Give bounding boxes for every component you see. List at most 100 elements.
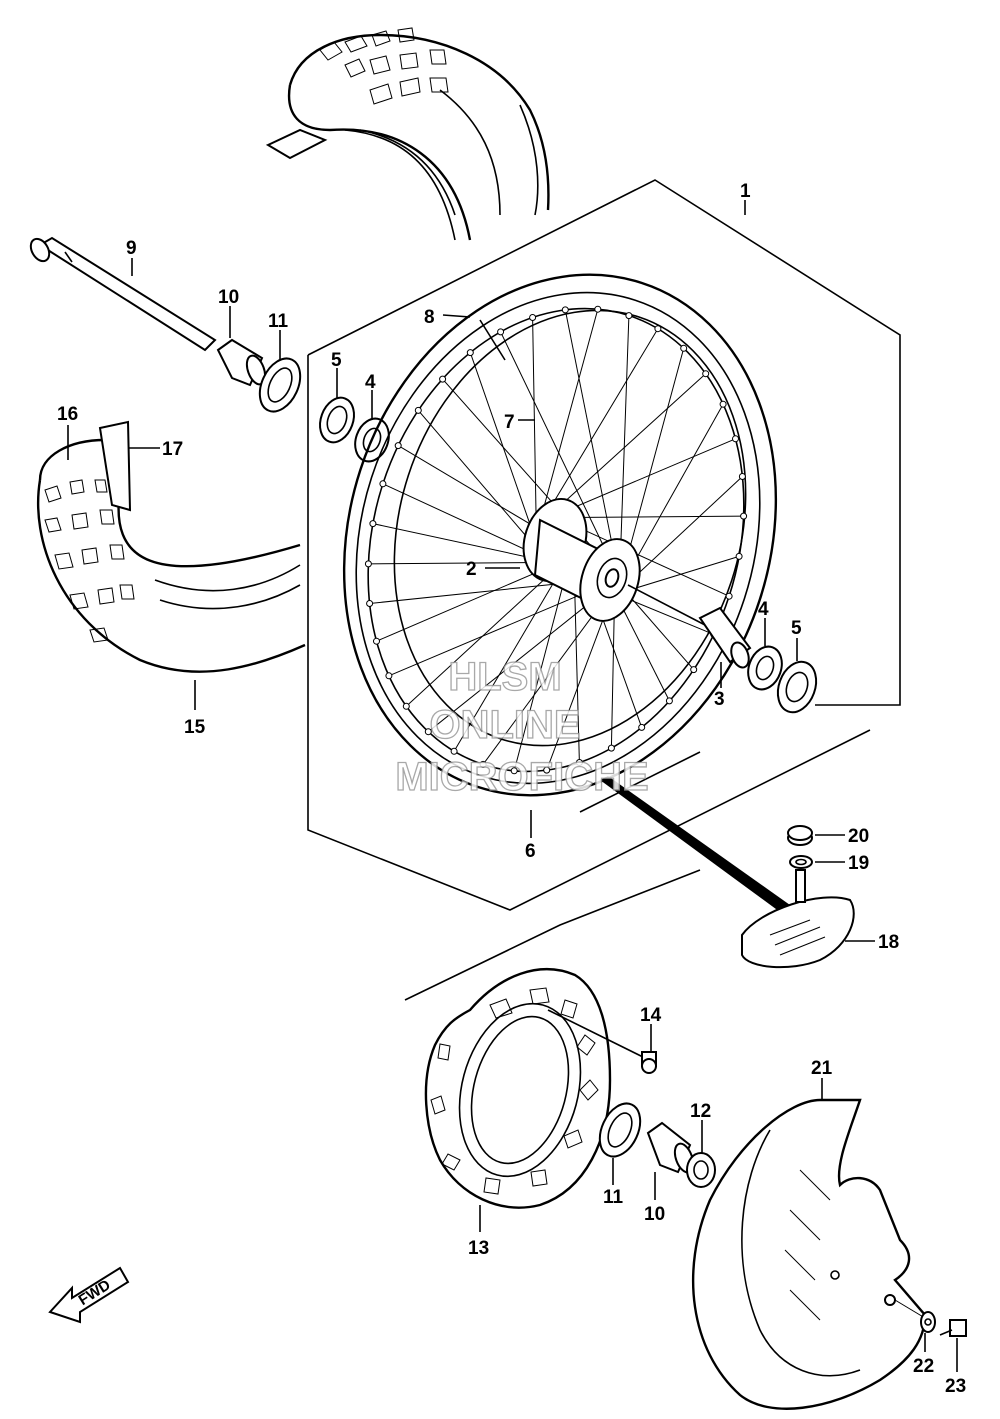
spoke-nipple — [510, 767, 518, 775]
spoke — [500, 331, 607, 551]
callout-19: 19 — [848, 853, 869, 874]
spoke-nipple — [594, 305, 602, 313]
brake-group-boundary — [404, 869, 701, 1001]
callout-21: 21 — [811, 1058, 833, 1079]
callout-labels: 1 2 3 4 4 5 5 6 7 8 9 10 10 11 11 12 13 … — [57, 181, 966, 1397]
oil-seal-right — [776, 660, 818, 714]
spoke-nipple — [373, 637, 380, 645]
spoke-nipple — [394, 442, 402, 450]
callout-5-left: 5 — [331, 350, 342, 371]
callout-11-lower: 11 — [603, 1187, 624, 1208]
spoke — [564, 309, 614, 551]
spoke-nipple — [680, 344, 688, 352]
spoke — [569, 515, 744, 518]
callout-8: 8 — [424, 307, 435, 328]
watermark: HLSM ONLINE MICROFICHE — [395, 654, 650, 799]
wheel-hub — [522, 497, 641, 622]
watermark-line-1: HLSM — [448, 655, 561, 699]
spoke-nipple — [575, 759, 583, 766]
spoke-nipple — [725, 592, 733, 600]
callout-2: 2 — [466, 559, 477, 580]
spoke — [620, 315, 630, 554]
spoke-nipple — [543, 766, 551, 774]
watermark-line-2: ONLINE — [429, 703, 580, 747]
spoke — [405, 569, 555, 707]
callout-7: 7 — [504, 412, 515, 433]
spoke-nipple — [466, 349, 474, 357]
callout-6: 6 — [525, 841, 536, 862]
brake-disc — [424, 968, 612, 1209]
spoke-nipple — [414, 406, 422, 414]
callout-20: 20 — [848, 826, 869, 847]
spoke-nipple — [424, 728, 432, 736]
valve-nut — [787, 825, 813, 846]
spoke-nipple — [364, 560, 372, 568]
fwd-arrow: FWD — [48, 1266, 130, 1324]
spoke-nipple — [719, 400, 727, 408]
axle-collar-upper — [216, 338, 267, 387]
spoke — [417, 410, 534, 545]
cover-washer — [894, 1299, 936, 1333]
callout-9: 9 — [126, 238, 137, 259]
spoke — [627, 598, 714, 635]
spoke — [376, 567, 548, 642]
inner-tube — [741, 869, 855, 969]
callout-4-left: 4 — [365, 372, 376, 393]
spoke-nipple — [735, 552, 743, 560]
callout-17: 17 — [162, 439, 183, 460]
axle-collar-lower — [646, 1121, 695, 1174]
axle-nut — [686, 1152, 716, 1188]
valve-leader — [600, 776, 790, 912]
callout-18: 18 — [878, 932, 899, 953]
spoke — [547, 328, 659, 512]
dust-seal-lower — [598, 1102, 642, 1158]
spoke — [482, 606, 600, 765]
tire-top — [265, 27, 550, 241]
callout-15: 15 — [184, 717, 206, 738]
callout-10-lower: 10 — [644, 1204, 665, 1225]
spoke-nipple — [450, 747, 458, 755]
oil-seal-left — [319, 396, 355, 444]
callout-4-right: 4 — [758, 599, 769, 620]
spoke — [540, 309, 599, 517]
callout-12: 12 — [690, 1101, 711, 1122]
disc-bolt — [547, 1009, 657, 1074]
spoke-nipple — [625, 312, 633, 320]
spoke — [469, 352, 534, 535]
spoke-nipple — [497, 328, 505, 336]
spoke — [453, 568, 563, 752]
spoke-nipple — [732, 435, 739, 443]
callout-23: 23 — [945, 1376, 966, 1397]
front-axle — [29, 236, 217, 352]
spoke-nipple — [385, 672, 393, 680]
spoke — [513, 563, 570, 771]
spoke — [626, 348, 685, 561]
spoke — [562, 438, 736, 513]
wheel-spacer — [627, 584, 752, 669]
spoke — [546, 609, 608, 771]
spoke-nipple — [369, 520, 377, 528]
spoke — [630, 555, 740, 591]
spokes — [364, 305, 748, 775]
callout-3: 3 — [714, 689, 725, 710]
spoke-nipple — [738, 473, 746, 480]
spoke — [555, 373, 707, 511]
spoke-nipple — [607, 744, 615, 752]
spoke-nipple — [638, 723, 646, 731]
disc-cover — [692, 1098, 927, 1410]
spoke-nipple — [665, 697, 673, 705]
wheel-assembly-boundary — [307, 179, 901, 911]
spoke-nipple — [561, 306, 569, 314]
callout-10-upper: 10 — [218, 287, 239, 308]
callout-16: 16 — [57, 404, 78, 425]
spoke — [631, 476, 743, 580]
spoke — [427, 599, 594, 733]
spoke-nipple — [379, 480, 387, 488]
callout-5-right: 5 — [791, 618, 802, 639]
callout-14: 14 — [640, 1005, 662, 1026]
spoke-nipple — [690, 666, 698, 674]
spoke — [620, 605, 670, 702]
callout-22: 22 — [913, 1356, 934, 1377]
spoke — [630, 403, 724, 570]
